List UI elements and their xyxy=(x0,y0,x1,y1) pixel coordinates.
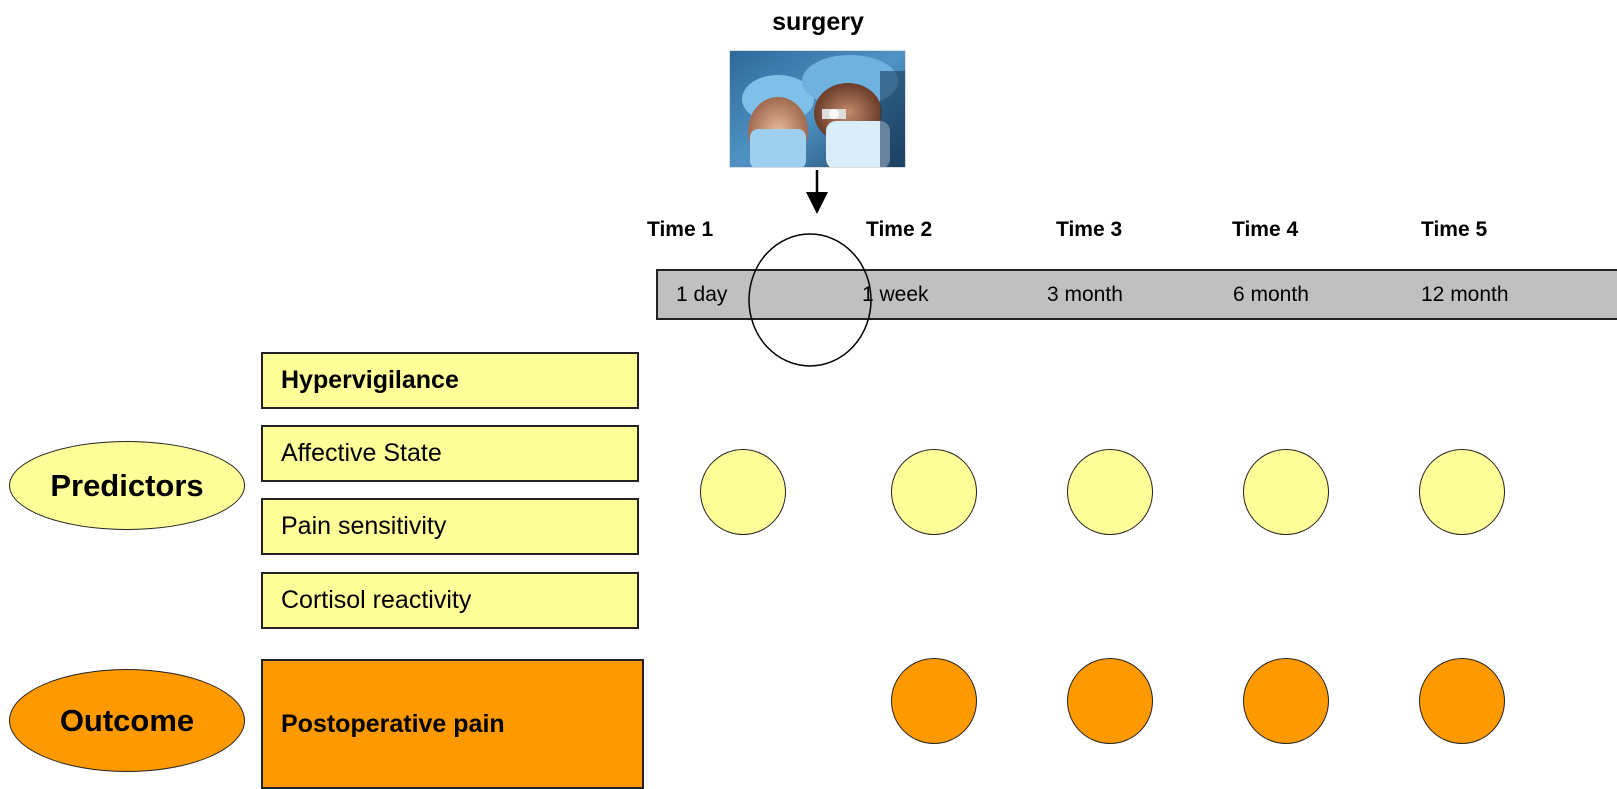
predictor-box-hypervigilance: Hypervigilance xyxy=(261,352,639,409)
predictor-measure-time-2 xyxy=(891,449,977,535)
timeline-bar xyxy=(656,269,1617,320)
time-4-label: Time 4 xyxy=(1232,218,1299,241)
surgery-arrow-head xyxy=(806,192,828,214)
predictors-ellipse: Predictors xyxy=(9,441,245,530)
interval-3: 3 month xyxy=(1047,283,1123,306)
predictor-measure-time-3 xyxy=(1067,449,1153,535)
outcome-measure-time-4 xyxy=(1243,658,1329,744)
predictor-box-cortisol-reactivity: Cortisol reactivity xyxy=(261,572,639,629)
time-5-label: Time 5 xyxy=(1421,218,1488,241)
time-2-label: Time 2 xyxy=(866,218,933,241)
interval-1: 1 day xyxy=(676,283,728,306)
interval-4: 6 month xyxy=(1233,283,1309,306)
predictor-measure-time-4 xyxy=(1243,449,1329,535)
surgery-marker-ring xyxy=(748,233,872,367)
outcome-measure-time-5 xyxy=(1419,658,1505,744)
predictor-box-affective-state: Affective State xyxy=(261,425,639,482)
outcome-measure-time-3 xyxy=(1067,658,1153,744)
surgery-photo xyxy=(729,50,906,168)
time-1-label: Time 1 xyxy=(647,218,714,241)
predictor-measure-time-1 xyxy=(700,449,786,535)
interval-5: 12 month xyxy=(1421,283,1509,306)
outcome-box-postoperative-pain: Postoperative pain xyxy=(261,659,644,789)
surgery-label: surgery xyxy=(772,8,864,36)
outcome-measure-time-2 xyxy=(891,658,977,744)
time-3-label: Time 3 xyxy=(1056,218,1123,241)
predictor-box-pain-sensitivity: Pain sensitivity xyxy=(261,498,639,555)
interval-2: 1 week xyxy=(862,283,929,306)
outcome-ellipse: Outcome xyxy=(9,669,245,772)
predictor-measure-time-5 xyxy=(1419,449,1505,535)
